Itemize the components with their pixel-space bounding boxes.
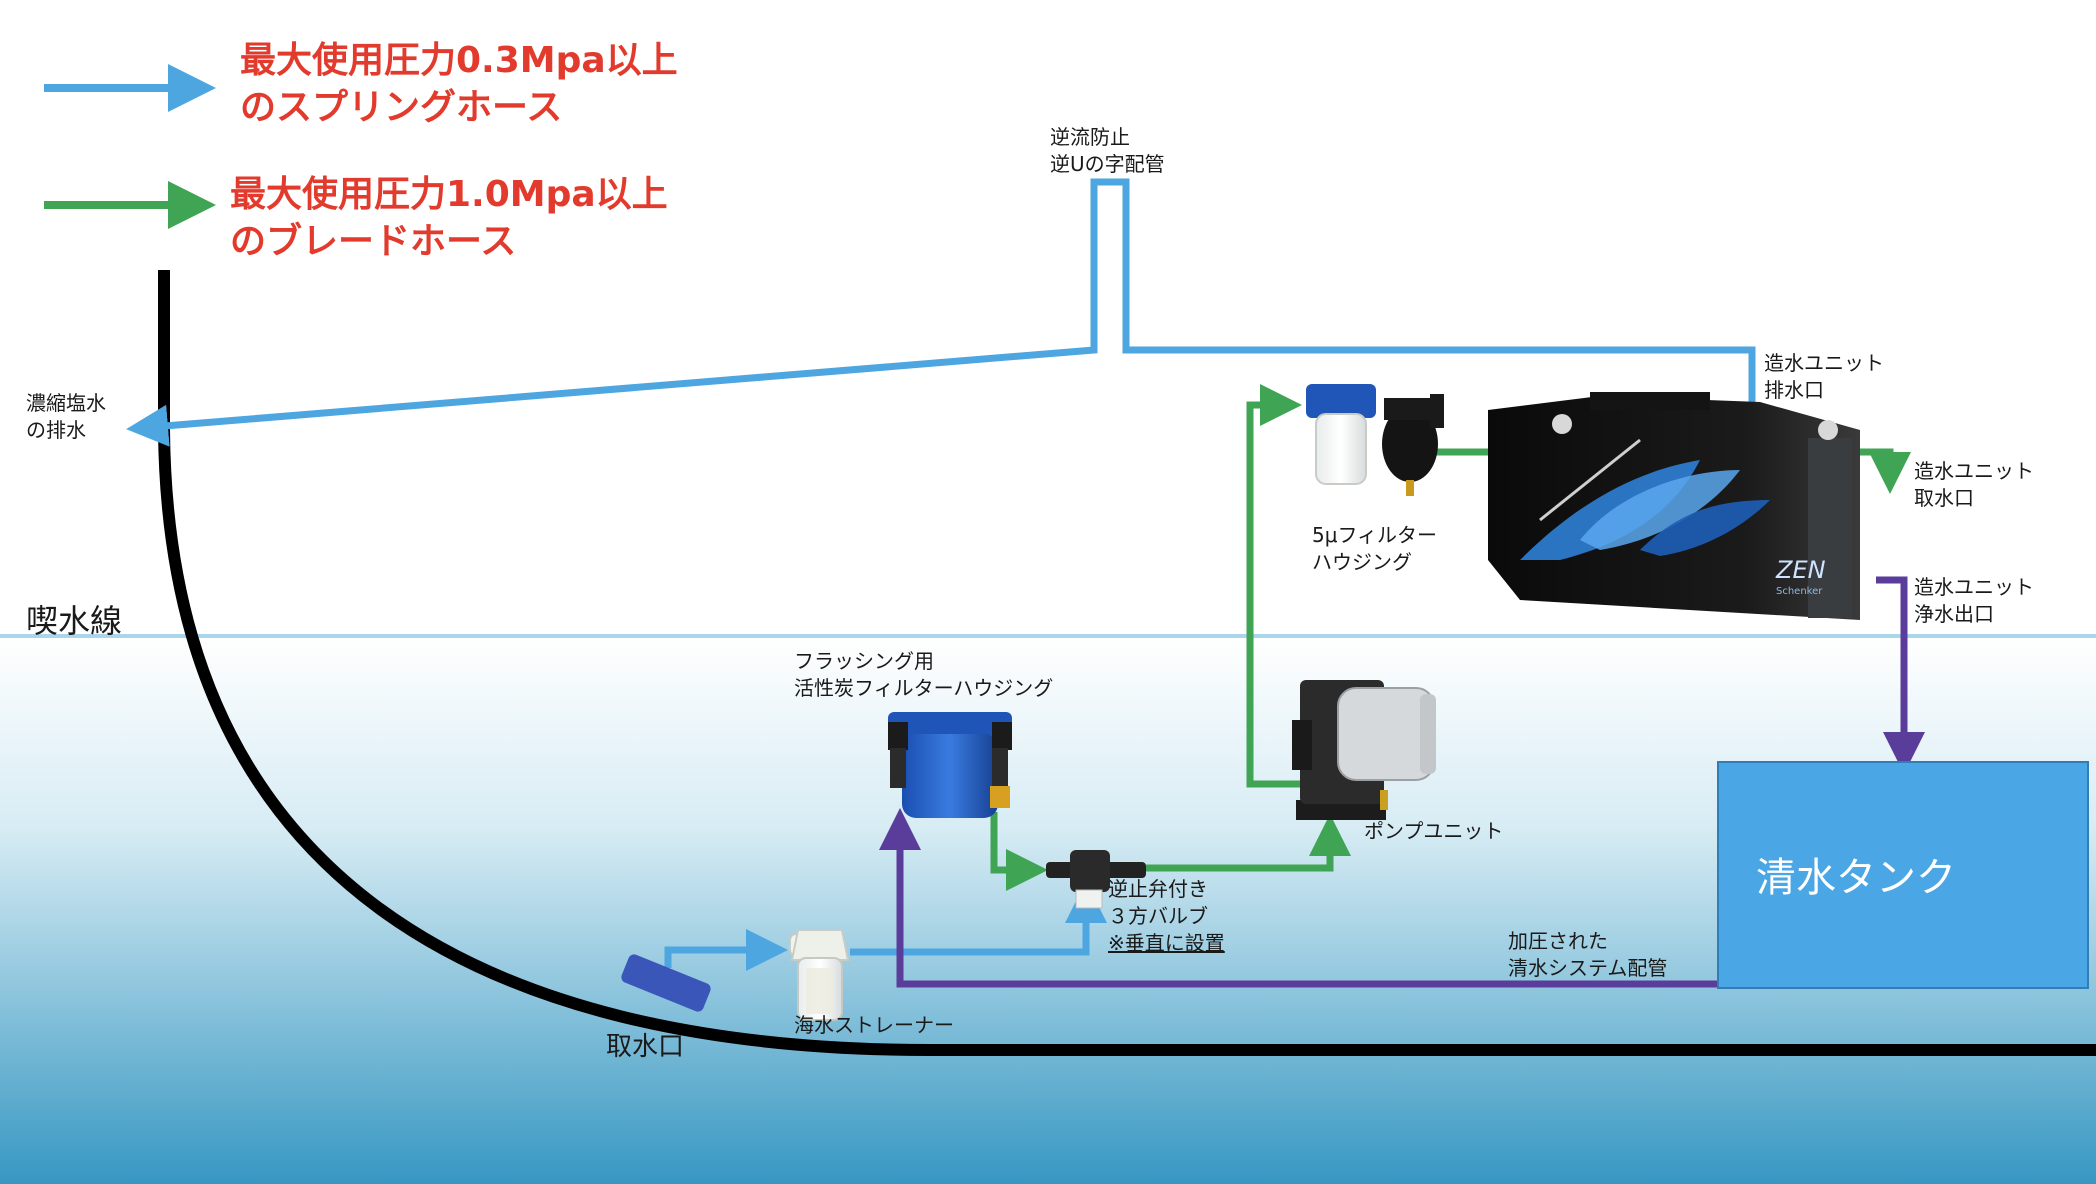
anti-backflow-line1: 逆流防止 <box>1050 125 1130 149</box>
flush-filter-to-valve-hose <box>990 812 1048 891</box>
legend-spring-hose: 最大使用圧力0.3Mpa以上 のスプリングホース <box>240 38 678 132</box>
check-valve-line1: 逆止弁付き <box>1108 877 1208 901</box>
pump-unit-image <box>1292 680 1436 820</box>
flushing-filter-line1: フラッシング用 <box>794 649 934 673</box>
unit-outlet-line2: 浄水出口 <box>1914 602 1994 626</box>
sea-strainer <box>789 929 850 1021</box>
hull-line <box>158 270 2096 1056</box>
water-intake-fitting <box>621 954 711 1012</box>
fresh-water-tank <box>1717 761 2089 989</box>
pressurized-system-label: 加圧された 清水システム配管 <box>1508 928 1667 982</box>
flushing-filter-label: フラッシング用 活性炭フィルターハウジング <box>794 648 1053 702</box>
filter-5u-label: 5μフィルター ハウジング <box>1312 522 1437 576</box>
unit-outlet-to-tank-pipe <box>1876 576 1925 774</box>
filter-5-micron <box>1306 384 1444 496</box>
fresh-water-tank-label: 清水タンク <box>1756 855 1956 901</box>
strainer-to-valve-hose <box>850 881 1107 956</box>
pump-unit-label: ポンプユニット <box>1364 819 1504 843</box>
filter-5u-line1: 5μフィルター <box>1312 523 1438 547</box>
legend-braid-line2: のブレードホース <box>230 220 517 262</box>
unit-outlet-label: 造水ユニット 浄水出口 <box>1914 574 2034 628</box>
flushing-carbon-filter <box>888 712 1012 818</box>
three-way-check-valve <box>1046 850 1146 909</box>
unit-drain-label: 造水ユニット 排水口 <box>1764 350 1884 404</box>
sea-strainer-label: 海水ストレーナー <box>794 1013 954 1037</box>
filter-5u-line2: ハウジング <box>1312 550 1412 574</box>
brine-discharge-line1: 濃縮塩水 <box>26 391 106 415</box>
brine-discharge-line2: の排水 <box>26 418 86 442</box>
unit-intake-line1: 造水ユニット <box>1914 459 2034 483</box>
pressurized-system-line2: 清水システム配管 <box>1508 956 1668 980</box>
unit-drain-line1: 造水ユニット <box>1764 351 1884 375</box>
anti-backflow-line2: 逆Uの字配管 <box>1050 152 1165 176</box>
unit-outlet-line1: 造水ユニット <box>1914 575 2034 599</box>
legend-spring-line2: のスプリングホース <box>240 86 563 128</box>
pump-to-filter-hose <box>1246 384 1302 788</box>
pressurized-fresh-water-pipe <box>879 808 1718 988</box>
waterline-label: 喫水線 <box>26 602 123 640</box>
legend-braid-hose: 最大使用圧力1.0Mpa以上 のブレードホース <box>230 172 668 266</box>
unit-drain-line2: 排水口 <box>1764 378 1824 402</box>
legend-spring-line1: 最大使用圧力0.3Mpa以上 <box>240 40 678 81</box>
unit-intake-line2: 取水口 <box>1914 486 1974 510</box>
flushing-filter-line2: 活性炭フィルターハウジング <box>794 676 1054 700</box>
valve-to-pump-hose <box>1146 814 1351 872</box>
brine-discharge-label: 濃縮塩水 の排水 <box>26 390 106 444</box>
unit-intake-label: 造水ユニット 取水口 <box>1914 458 2034 512</box>
unit-logo-sub: Schenker <box>1776 586 1823 597</box>
check-valve-line3: ※垂直に設置 <box>1108 931 1225 955</box>
water-intake-label: 取水口 <box>606 1032 685 1062</box>
anti-backflow-label: 逆流防止 逆Uの字配管 <box>1050 124 1165 178</box>
check-valve-line2: ３方バルブ <box>1108 904 1208 928</box>
brine-discharge-hose <box>126 178 1756 447</box>
intake-hose <box>664 929 788 971</box>
check-valve-label: 逆止弁付き ３方バルブ ※垂直に設置 <box>1108 876 1225 957</box>
pressurized-system-line1: 加圧された <box>1508 929 1608 953</box>
watermaker-unit: ZEN Schenker <box>1488 392 1860 620</box>
unit-logo-brand: ZEN <box>1775 556 1826 584</box>
legend-braid-line1: 最大使用圧力1.0Mpa以上 <box>230 174 668 215</box>
